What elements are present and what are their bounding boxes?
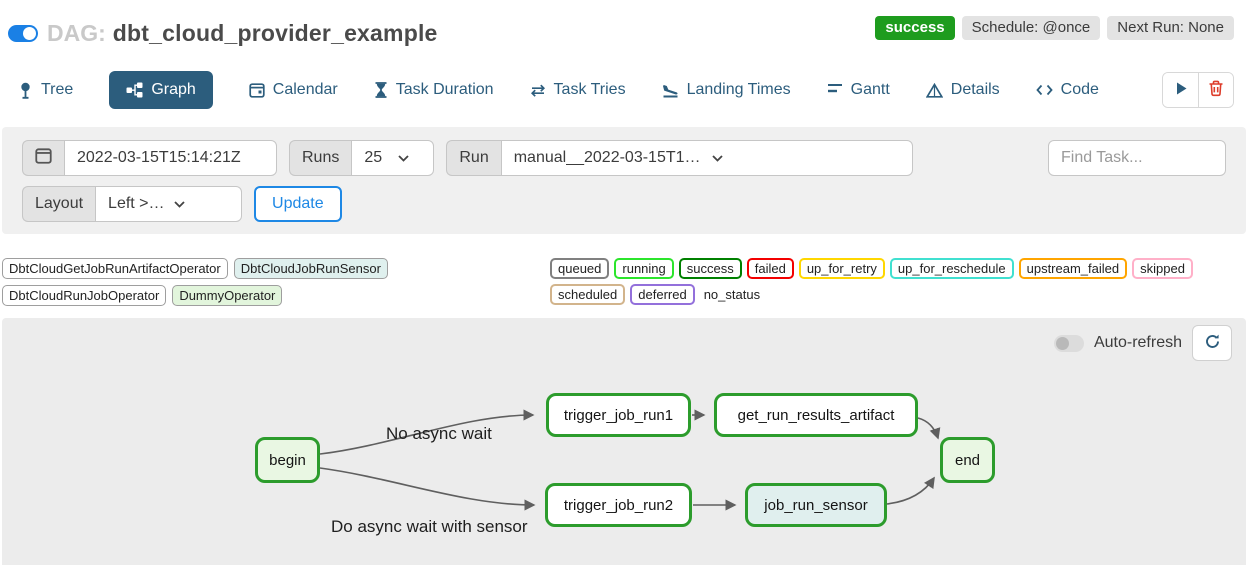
- tab-task-tries[interactable]: Task Tries: [530, 71, 626, 109]
- status-badge-deferred: deferred: [630, 284, 695, 305]
- runs-label: Runs: [289, 140, 352, 176]
- calendar-addon[interactable]: [22, 140, 64, 176]
- trash-icon: [1208, 80, 1224, 100]
- calendar-icon: [35, 147, 52, 169]
- graph-node-get-run-results-artifact[interactable]: get_run_results_artifact: [714, 393, 918, 437]
- operator-legend: DbtCloudGetJobRunArtifactOperator DbtClo…: [2, 258, 550, 306]
- layout-label: Layout: [22, 186, 96, 222]
- graph-node-end[interactable]: end: [940, 437, 995, 483]
- run-group: Run manual__2022-03-15T15:14:20.866083+0…: [446, 140, 913, 176]
- dag-header: DAG: dbt_cloud_provider_example success …: [0, 0, 1248, 47]
- graph-icon: [126, 82, 143, 98]
- calendar-icon: [249, 82, 265, 98]
- tab-code[interactable]: Code: [1035, 71, 1099, 109]
- graph-node-begin[interactable]: begin: [255, 437, 320, 483]
- layout-group: Layout Left > Right: [22, 186, 243, 222]
- tab-gantt[interactable]: Gantt: [827, 71, 890, 109]
- view-tabbar: Tree Graph Calendar Task Duration Task T…: [18, 71, 1234, 109]
- status-badge-running: running: [614, 258, 674, 279]
- auto-refresh-label: Auto-refresh: [1093, 334, 1182, 351]
- tab-task-duration[interactable]: Task Duration: [374, 71, 494, 109]
- legend: DbtCloudGetJobRunArtifactOperator DbtClo…: [2, 258, 1246, 306]
- header-badges: success Schedule: @once Next Run: None: [875, 16, 1234, 40]
- auto-refresh-controls: Auto-refresh: [1053, 325, 1232, 361]
- tree-pin-icon: [18, 82, 33, 99]
- status-badge-failed: failed: [746, 258, 794, 279]
- base-date-input[interactable]: [64, 140, 277, 176]
- base-date-group: [22, 140, 277, 176]
- page-title: dbt_cloud_provider_example: [112, 20, 438, 46]
- tab-tree[interactable]: Tree: [18, 71, 73, 109]
- play-icon: [1174, 81, 1188, 99]
- schedule-badge: Schedule: @once: [961, 16, 1101, 40]
- chevron-down-icon: [712, 149, 902, 167]
- status-badge: success: [875, 16, 955, 40]
- status-badge-scheduled: scheduled: [550, 284, 626, 305]
- graph-node-trigger-job-run2[interactable]: trigger_job_run2: [545, 483, 692, 527]
- find-task-input[interactable]: [1048, 140, 1226, 176]
- operator-badge: DbtCloudGetJobRunArtifactOperator: [2, 258, 228, 279]
- refresh-button[interactable]: [1192, 325, 1232, 361]
- trigger-dag-button[interactable]: [1163, 73, 1198, 107]
- tab-landing-times[interactable]: Landing Times: [662, 71, 791, 109]
- chevron-down-icon: [398, 149, 424, 167]
- filter-panel: Runs 25 Run manual__2022-03-15T15:14:20.…: [2, 127, 1246, 234]
- status-badge-upstream-failed: upstream_failed: [1018, 258, 1128, 279]
- dag-prefix-label: DAG:: [47, 20, 106, 46]
- graph-node-trigger-job-run1[interactable]: trigger_job_run1: [546, 393, 691, 437]
- next-run-badge: Next Run: None: [1107, 16, 1234, 40]
- plane-landing-icon: [662, 82, 679, 98]
- operator-badge: DbtCloudRunJobOperator: [2, 285, 167, 306]
- status-badge-queued: queued: [550, 258, 610, 279]
- refresh-icon: [1204, 333, 1221, 353]
- code-icon: [1035, 83, 1053, 97]
- chevron-down-icon: [173, 195, 232, 213]
- dag-graph-panel: Auto-refresh No async wait Do async wait…: [2, 318, 1246, 565]
- runs-select[interactable]: 25: [351, 140, 435, 176]
- run-label: Run: [446, 140, 501, 176]
- hourglass-icon: [374, 82, 388, 98]
- repeat-icon: [530, 83, 546, 98]
- operator-badge: DbtCloudJobRunSensor: [233, 258, 388, 279]
- dag-pause-toggle[interactable]: [8, 25, 38, 42]
- auto-refresh-toggle[interactable]: [1053, 334, 1084, 352]
- status-badge-up-for-retry: up_for_retry: [798, 258, 885, 279]
- run-select[interactable]: manual__2022-03-15T15:14:20.866083+00:00: [500, 140, 913, 176]
- edge-label-no-async-wait: No async wait: [386, 424, 492, 443]
- status-badge-skipped: skipped: [1132, 258, 1193, 279]
- update-button[interactable]: Update: [254, 186, 342, 222]
- edge-label-do-async-wait: Do async wait with sensor: [331, 517, 528, 536]
- num-runs-group: Runs 25: [289, 140, 435, 176]
- tab-graph[interactable]: Graph: [109, 71, 213, 109]
- delete-dag-button[interactable]: [1198, 73, 1233, 107]
- details-triangle-icon: [925, 82, 943, 98]
- status-badge-up-for-reschedule: up_for_reschedule: [889, 258, 1014, 279]
- status-badge-no-status: no_status: [699, 285, 765, 304]
- tab-calendar[interactable]: Calendar: [249, 71, 338, 109]
- layout-select[interactable]: Left > Right: [95, 186, 243, 222]
- tab-details[interactable]: Details: [925, 71, 1000, 109]
- status-legend: queued running success failed up_for_ret…: [550, 258, 1246, 305]
- operator-badge: DummyOperator: [172, 285, 283, 306]
- dag-action-buttons: [1162, 72, 1234, 108]
- gantt-icon: [827, 83, 843, 97]
- graph-node-job-run-sensor[interactable]: job_run_sensor: [745, 483, 887, 527]
- status-badge-success: success: [678, 258, 742, 279]
